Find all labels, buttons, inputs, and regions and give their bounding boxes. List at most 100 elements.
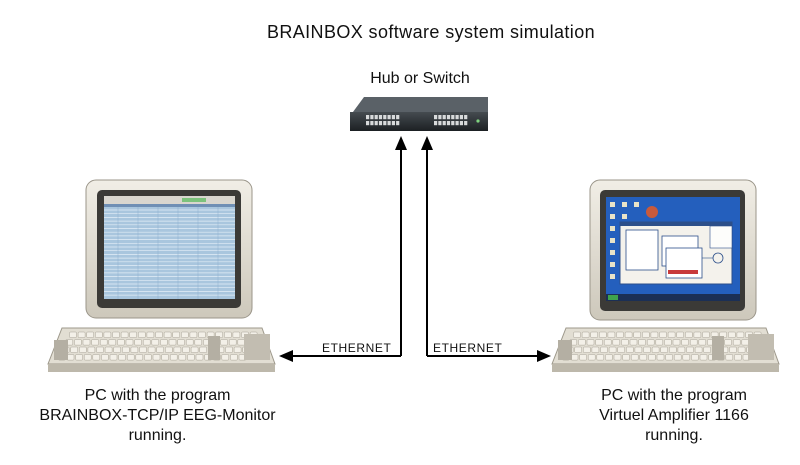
key xyxy=(187,354,195,361)
hub-ports xyxy=(366,115,468,126)
key xyxy=(181,331,189,338)
key xyxy=(624,331,633,338)
port xyxy=(383,115,387,120)
port xyxy=(396,115,400,120)
key xyxy=(607,331,616,338)
key xyxy=(676,331,684,338)
key xyxy=(139,346,147,353)
port xyxy=(387,115,391,120)
port xyxy=(391,121,395,126)
port xyxy=(370,115,374,120)
key xyxy=(109,354,118,361)
key xyxy=(118,354,126,361)
key xyxy=(117,339,125,346)
key xyxy=(590,331,598,338)
port xyxy=(464,115,468,120)
key xyxy=(729,346,737,353)
port xyxy=(378,115,383,120)
key xyxy=(185,339,194,346)
key xyxy=(173,346,182,353)
right-pc-caption: PC with the program Virtuel Amplifier 11… xyxy=(548,386,800,446)
key xyxy=(163,331,172,338)
key xyxy=(673,354,682,361)
key xyxy=(603,339,612,346)
key xyxy=(724,339,732,346)
keyboard-keys xyxy=(558,331,774,361)
port xyxy=(434,115,438,120)
key xyxy=(165,346,173,353)
key xyxy=(83,354,92,361)
key xyxy=(672,339,681,346)
key xyxy=(659,331,667,338)
key xyxy=(737,346,746,353)
key xyxy=(685,331,693,338)
key xyxy=(225,346,233,353)
key xyxy=(129,331,137,338)
key xyxy=(120,331,129,338)
key xyxy=(689,339,698,346)
key xyxy=(664,339,672,346)
key xyxy=(112,331,120,338)
ethernet-link-right xyxy=(421,136,551,362)
key xyxy=(134,339,142,346)
key xyxy=(237,339,246,346)
arrow-head-up xyxy=(421,136,433,150)
port xyxy=(387,121,391,126)
key xyxy=(667,331,676,338)
caption-line: PC with the program xyxy=(84,387,231,404)
key xyxy=(190,346,199,353)
port xyxy=(455,115,459,120)
key xyxy=(591,346,600,353)
key xyxy=(178,354,187,361)
diagram-title: BRAINBOX software system simulation xyxy=(266,22,596,42)
key xyxy=(643,346,651,353)
key xyxy=(613,354,622,361)
key xyxy=(579,354,587,361)
key xyxy=(135,354,144,361)
key xyxy=(669,346,677,353)
key xyxy=(617,346,625,353)
port xyxy=(396,121,400,126)
key xyxy=(233,346,242,353)
key-block xyxy=(208,336,220,360)
key xyxy=(648,354,656,361)
key xyxy=(646,339,655,346)
arrow-head-left xyxy=(279,350,293,362)
key xyxy=(199,346,207,353)
key xyxy=(151,339,160,346)
key xyxy=(144,354,152,361)
key-block xyxy=(712,336,724,360)
key xyxy=(734,354,742,361)
key xyxy=(95,331,103,338)
key xyxy=(725,354,734,361)
port xyxy=(374,115,378,120)
key xyxy=(138,331,146,338)
arrow-head-right xyxy=(537,350,551,362)
port xyxy=(451,115,455,120)
key xyxy=(629,339,638,346)
port xyxy=(442,115,446,120)
key xyxy=(228,339,237,346)
eeg-monitor-screen xyxy=(104,196,235,299)
left-pc-caption: PC with the program BRAINBOX-TCP/IP EEG-… xyxy=(0,386,315,446)
key xyxy=(570,354,579,361)
key xyxy=(69,331,77,338)
key xyxy=(224,331,232,338)
port xyxy=(434,121,438,126)
key xyxy=(77,331,86,338)
port xyxy=(459,121,463,126)
port xyxy=(366,121,370,126)
key xyxy=(152,354,161,361)
key xyxy=(578,339,586,346)
port xyxy=(374,121,378,126)
key xyxy=(104,346,113,353)
key xyxy=(694,346,703,353)
key xyxy=(101,354,109,361)
key xyxy=(155,331,163,338)
key xyxy=(96,346,104,353)
key xyxy=(587,354,596,361)
caption-line: BRAINBOX-TCP/IP EEG-Monitor xyxy=(39,407,276,424)
caption-line: running. xyxy=(645,427,703,444)
key-block xyxy=(244,334,270,360)
